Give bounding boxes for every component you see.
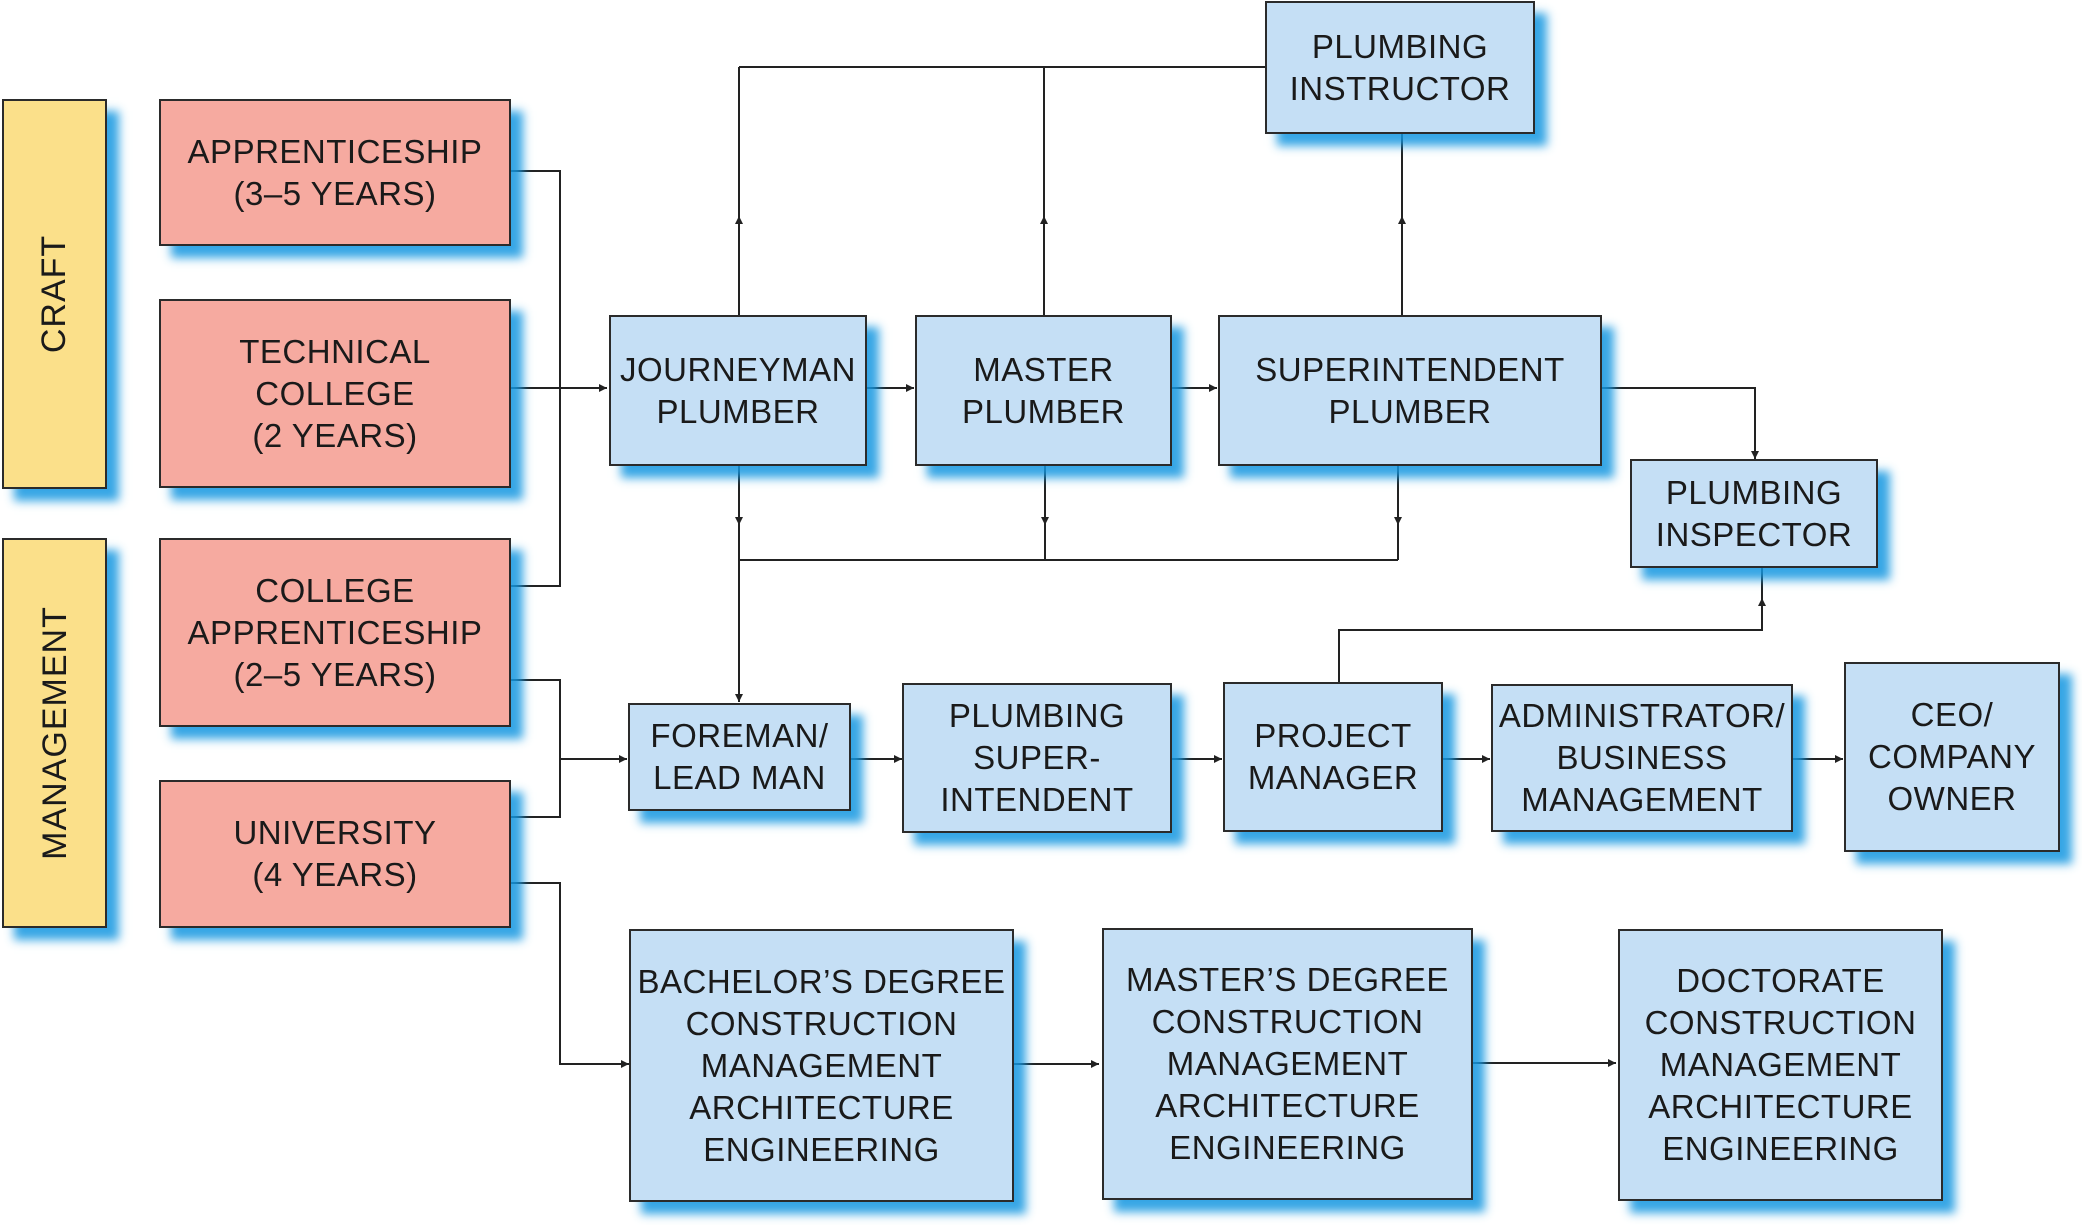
master-plumber-box: MASTER PLUMBER — [915, 315, 1172, 466]
connector-superintendent-to-inspector — [1602, 387, 1759, 459]
connector-university-to-bachelors — [510, 882, 629, 1068]
journeyman-plumber-box: JOURNEYMAN PLUMBER — [609, 315, 867, 466]
connector-pm-to-inspector — [1338, 600, 1763, 682]
connector-apprenticeship-to-journeyman — [510, 170, 561, 587]
superintendent-plumber-box: SUPERINTENDENT PLUMBER — [1218, 315, 1602, 466]
bachelors-degree-box: BACHELOR’S DEGREE CONSTRUCTION MANAGEMEN… — [629, 929, 1014, 1202]
apprenticeship-box: APPRENTICESHIP (3–5 YEARS) — [159, 99, 511, 246]
management-category: MANAGEMENT — [2, 538, 107, 928]
administrator-business-management-box: ADMINISTRATOR/ BUSINESS MANAGEMENT — [1491, 684, 1793, 832]
plumbing-superintendent-box: PLUMBING SUPER- INTENDENT — [902, 683, 1172, 833]
craft-label: CRAFT — [35, 234, 74, 354]
masters-degree-box: MASTER’S DEGREE CONSTRUCTION MANAGEMENT … — [1102, 928, 1473, 1200]
foreman-lead-man-box: FOREMAN/ LEAD MAN — [628, 703, 851, 811]
doctorate-box: DOCTORATE CONSTRUCTION MANAGEMENT ARCHIT… — [1618, 929, 1943, 1201]
college-apprenticeship-box: COLLEGE APPRENTICESHIP (2–5 YEARS) — [159, 538, 511, 727]
university-box: UNIVERSITY (4 YEARS) — [159, 780, 511, 928]
technical-college-box: TECHNICAL COLLEGE (2 YEARS) — [159, 299, 511, 488]
craft-category: CRAFT — [2, 99, 107, 489]
management-label: MANAGEMENT — [35, 606, 74, 860]
plumbing-instructor-box: PLUMBING INSTRUCTOR — [1265, 1, 1535, 134]
connector-college-univ-bracket — [510, 679, 561, 818]
project-manager-box: PROJECT MANAGER — [1223, 682, 1443, 832]
plumbing-inspector-box: PLUMBING INSPECTOR — [1630, 459, 1878, 568]
ceo-company-owner-box: CEO/ COMPANY OWNER — [1844, 662, 2060, 852]
